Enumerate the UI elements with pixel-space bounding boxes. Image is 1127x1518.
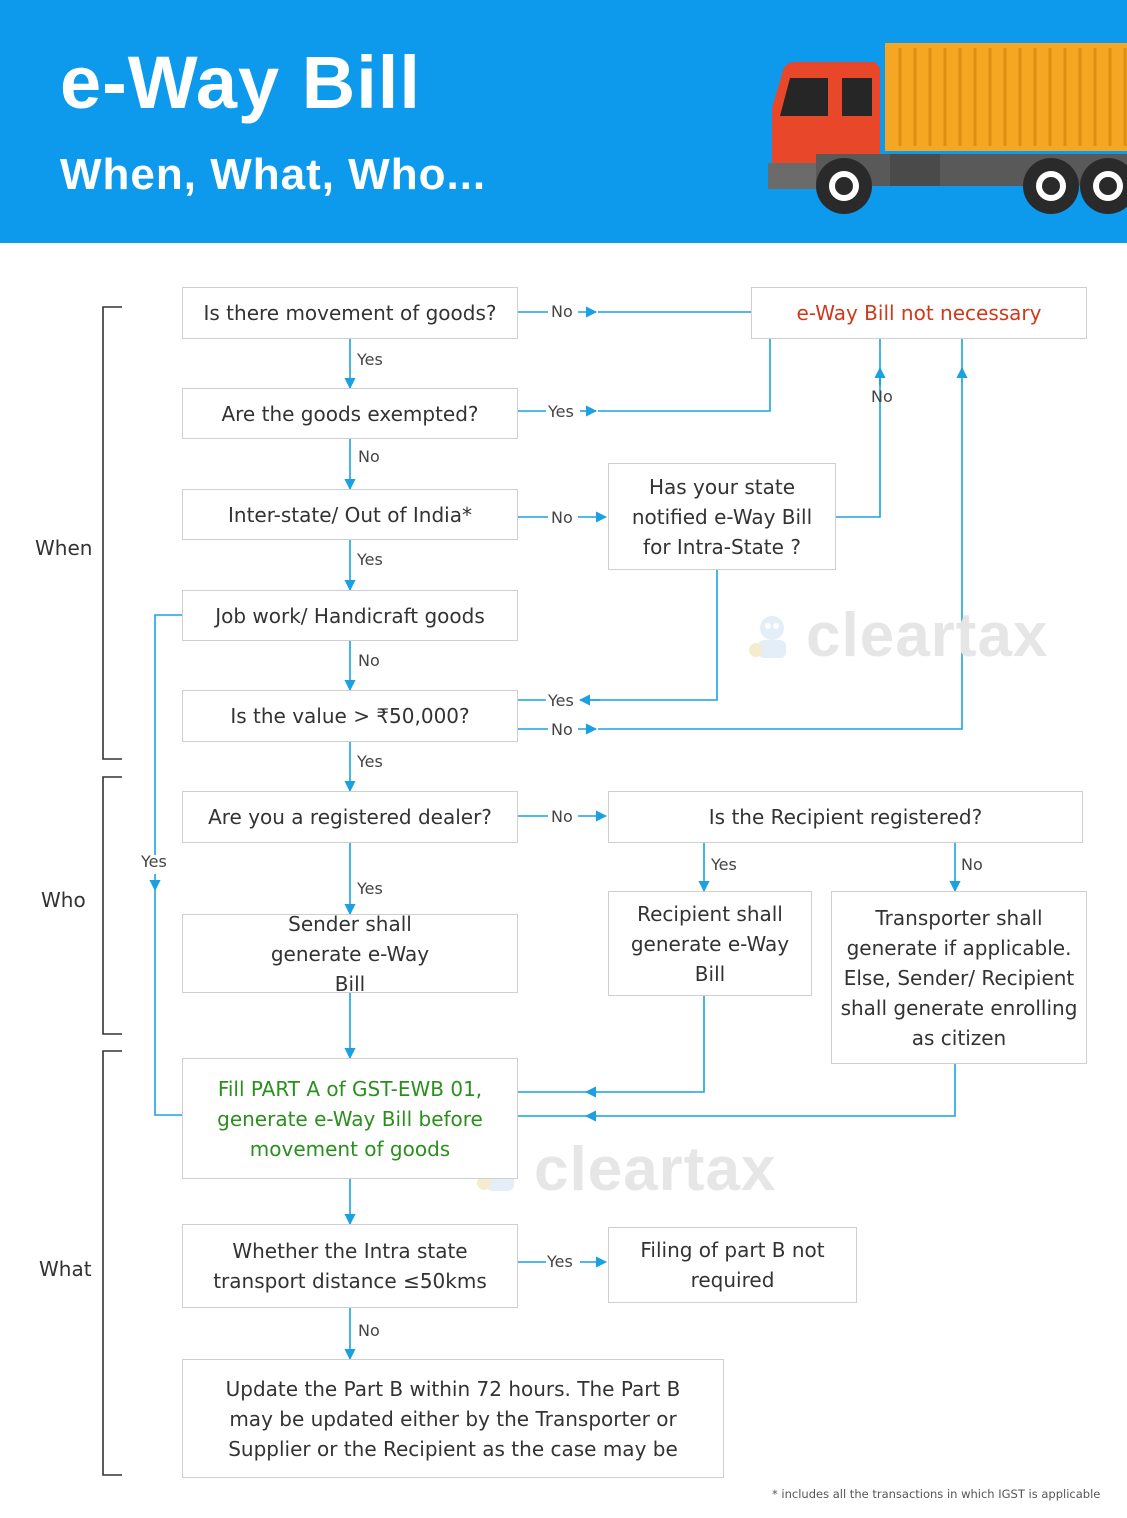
cleartax-logo-icon (749, 616, 786, 658)
node-value: Is the value > ₹50,000? (182, 690, 518, 742)
label-jobwork-no: No (358, 651, 380, 670)
section-who: Who (41, 888, 86, 912)
label-state-no: No (871, 387, 893, 406)
edge-transporter-fill (600, 1064, 956, 1117)
node-recipient-registered: Is the Recipient registered? (608, 791, 1083, 843)
label-interstate-no: No (551, 508, 573, 527)
label-dealer-no: No (551, 807, 573, 826)
label-distance-yes: Yes (547, 1252, 573, 1271)
label-value-yes: Yes (357, 752, 383, 771)
bracket-when (102, 306, 122, 760)
node-sender-generate: Sender shall generate e-Way Bill (182, 912, 518, 996)
label-movement-no: No (551, 302, 573, 321)
label-interstate-yes: Yes (357, 550, 383, 569)
node-exempted: Are the goods exempted? (182, 388, 518, 439)
node-not-necessary: e-Way Bill not necessary (751, 287, 1087, 339)
label-movement-yes: Yes (357, 350, 383, 369)
edge-jobwork-yes (154, 614, 182, 855)
edge-state-yes (580, 570, 718, 701)
section-what: What (39, 1257, 92, 1281)
node-recipient-generate: Recipient shall generate e-Way Bill (608, 891, 812, 996)
label-exempted-yes: Yes (548, 402, 574, 421)
label-value-no: No (551, 720, 573, 739)
label-recipient-yes: Yes (711, 855, 737, 874)
node-fill-part-a: Fill PART A of GST-EWB 01, generate e-Wa… (182, 1058, 518, 1179)
label-exempted-no: No (358, 447, 380, 466)
watermark-cleartax-lower: cleartax (534, 1135, 777, 1204)
header-banner: e-Way Bill When, What, Who... (0, 0, 1127, 243)
bracket-who (102, 776, 122, 1035)
node-jobwork: Job work/ Handicraft goods (182, 590, 518, 641)
node-transporter-generate: Transporter shall generate if applicable… (831, 891, 1087, 1064)
footnote: * includes all the transactions in which… (772, 1487, 1101, 1501)
node-interstate: Inter-state/ Out of India* (182, 489, 518, 540)
label-recipient-no: No (961, 855, 983, 874)
truck-icon (768, 43, 1127, 214)
edge-recipient-fill (600, 996, 705, 1093)
label-distance-no: No (358, 1321, 380, 1340)
watermark-cleartax-upper: cleartax (806, 601, 1049, 670)
page-subtitle: When, What, Who... (60, 150, 487, 199)
label-dealer-yes: Yes (357, 879, 383, 898)
section-when: When (35, 536, 93, 560)
page-title: e-Way Bill (60, 41, 421, 124)
label-jobwork-yes: Yes (141, 852, 167, 871)
node-intra-distance: Whether the Intra state transport distan… (182, 1224, 518, 1308)
bracket-what (102, 1050, 122, 1476)
edge-state-no (836, 370, 881, 518)
label-value-yes-in: Yes (548, 691, 574, 710)
node-registered-dealer: Are you a registered dealer? (182, 791, 518, 843)
node-movement: Is there movement of goods? (182, 287, 518, 339)
node-update-part-b: Update the Part B within 72 hours. The P… (182, 1359, 724, 1478)
node-part-b-not-required: Filing of part B not required (608, 1227, 857, 1303)
node-state-notified: Has your state notified e-Way Bill for I… (608, 463, 836, 570)
